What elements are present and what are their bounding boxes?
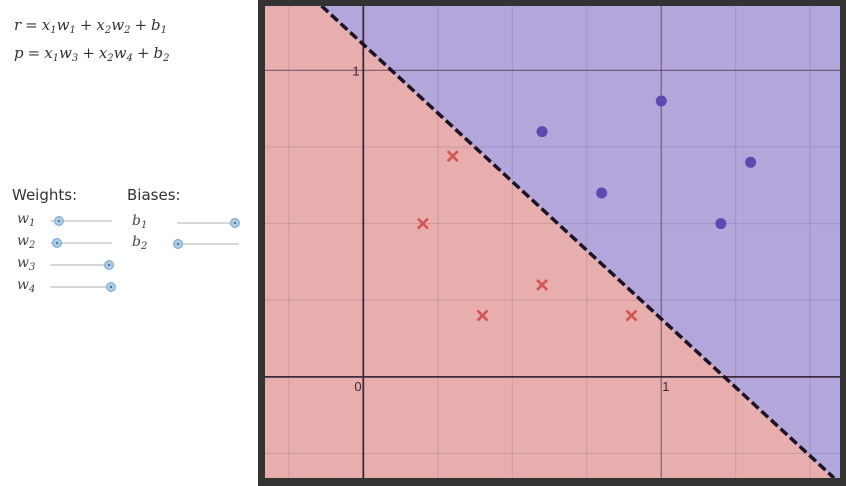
equation-p: p=x1w3+x2w4+b2	[14, 44, 170, 64]
weights-thumb-w4[interactable]	[105, 282, 116, 292]
biases-track-b1[interactable]	[177, 222, 239, 224]
weights-track-w1[interactable]	[50, 220, 112, 222]
data-point-circle	[596, 187, 608, 199]
data-point-x	[536, 278, 548, 291]
biases-label-b2: b2	[132, 234, 148, 252]
y-tick-label: 1	[352, 63, 359, 78]
weights-thumb-w2[interactable]	[52, 238, 63, 248]
weights-title: Weights:	[12, 186, 78, 204]
weights-slider-w2[interactable]: w2	[17, 233, 122, 251]
data-point-circle	[715, 218, 727, 230]
weights-thumb-w3[interactable]	[103, 260, 114, 270]
weights-thumb-w1[interactable]	[54, 216, 65, 226]
data-point-circle	[745, 156, 757, 168]
data-point-x	[416, 217, 429, 230]
weights-label-w3: w3	[17, 255, 36, 273]
weights-slider-w1[interactable]: w1	[17, 211, 122, 229]
biases-title: Biases:	[127, 186, 181, 204]
data-point-x	[476, 309, 489, 322]
data-point-circle	[536, 126, 548, 138]
data-point-circle	[655, 95, 667, 107]
weights-slider-w4[interactable]: w4	[17, 277, 122, 295]
weights-track-w3[interactable]	[50, 264, 112, 266]
controls-panel: r=x1w1+x2w2+b1 p=x1w3+x2w4+b2 Weights: B…	[0, 0, 258, 486]
data-point-x	[625, 309, 638, 322]
weights-label-w2: w2	[17, 233, 36, 251]
weights-slider-w3[interactable]: w3	[17, 255, 122, 273]
weights-track-w2[interactable]	[50, 242, 112, 244]
weights-label-w4: w4	[17, 277, 36, 295]
weights-label-w1: w1	[17, 211, 36, 229]
biases-track-b2[interactable]	[177, 243, 239, 245]
biases-slider-b2[interactable]: b2	[132, 234, 249, 252]
equation-r: r=x1w1+x2w2+b1	[14, 16, 168, 36]
x-tick-label: 1	[662, 379, 669, 394]
biases-label-b1: b1	[132, 213, 148, 231]
biases-thumb-b2[interactable]	[173, 239, 184, 249]
x-tick-label: 0	[354, 379, 361, 394]
biases-thumb-b1[interactable]	[229, 218, 240, 228]
data-point-x	[446, 150, 459, 163]
decision-boundary-line	[320, 6, 836, 478]
biases-slider-b1[interactable]: b1	[132, 213, 249, 231]
weights-track-w4[interactable]	[50, 286, 112, 288]
